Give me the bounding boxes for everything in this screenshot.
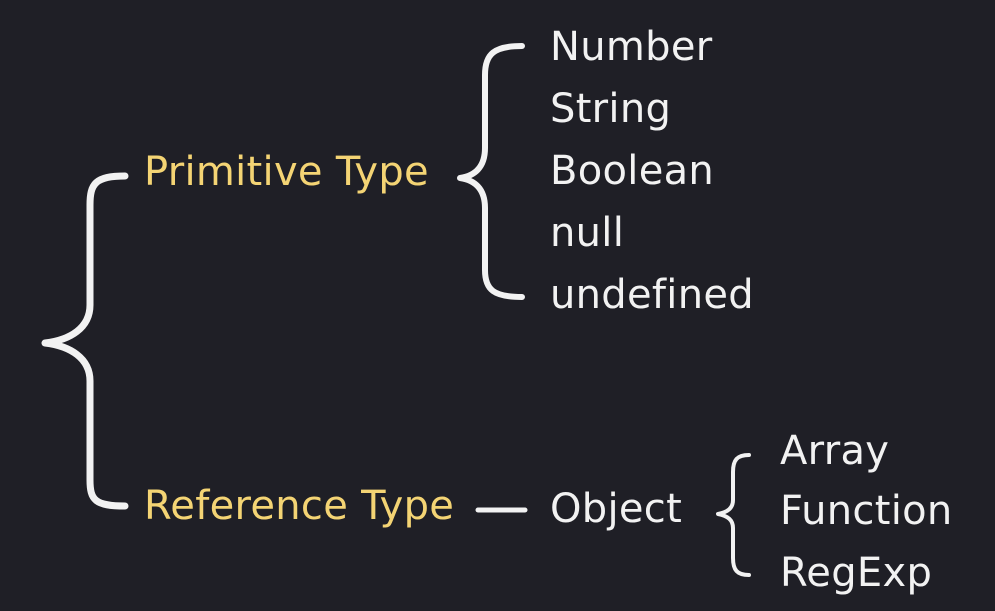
- primitive-item-undefined: undefined: [550, 272, 754, 318]
- object-subtype-array: Array: [780, 428, 890, 474]
- primitive-item-string: String: [550, 86, 672, 132]
- primitive-item-boolean: Boolean: [550, 148, 715, 194]
- primitive-item-null: null: [550, 210, 625, 256]
- root-brace: [41, 172, 129, 510]
- primitive-item-number: Number: [550, 24, 713, 70]
- reference-type-label: Reference Type: [144, 483, 455, 529]
- primitive-brace: [457, 43, 525, 300]
- object-label: Object: [550, 486, 683, 532]
- object-brace: [716, 453, 751, 577]
- primitive-type-label: Primitive Type: [144, 149, 429, 195]
- object-subtype-regexp: RegExp: [780, 550, 933, 596]
- object-subtype-function: Function: [780, 488, 953, 534]
